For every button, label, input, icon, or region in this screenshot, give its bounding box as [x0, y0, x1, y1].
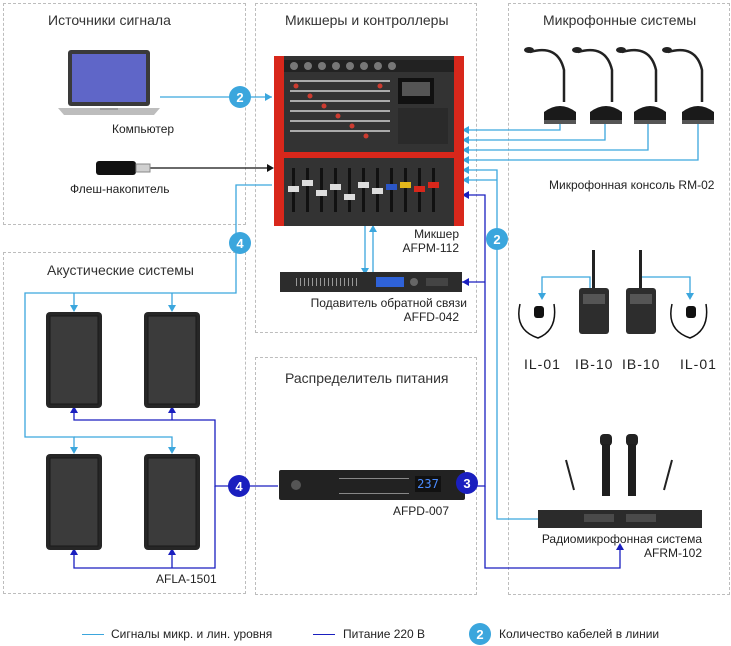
lav-left-link: [541, 276, 591, 298]
radio-power-badge: 3: [456, 472, 478, 494]
mixer-device: [274, 56, 464, 226]
gooseneck-mic-2: [572, 47, 622, 124]
microphones-title: Микрофонные системы: [543, 12, 697, 28]
power-label: AFPD-007: [392, 504, 449, 518]
speaker-signal-badge: 4: [229, 232, 251, 254]
power-mixer-wire: [462, 194, 486, 487]
power-title: Распределитель питания: [285, 370, 449, 386]
flash-drive-icon: [96, 161, 151, 175]
speaker-bottom-right: [144, 454, 200, 550]
speakers-section: [3, 252, 246, 594]
computer-label: Компьютер: [112, 122, 175, 136]
radio-label-2: AFRM-102: [643, 546, 702, 560]
sources-title: Источники сигнала: [48, 12, 171, 28]
microphones-section: [508, 3, 730, 595]
lavalier-mic-right: [670, 303, 708, 339]
mic3-wire: [462, 122, 649, 151]
legend-signal-label: Сигналы микр. и лин. уровня: [111, 627, 273, 641]
legend-power-label: Питание 220 В: [343, 627, 426, 641]
bodypack-transmitter-right: [626, 250, 656, 334]
feedback-label-1: Подавитель обратной связи: [310, 296, 467, 310]
laptop-icon: [58, 50, 160, 115]
mic-console-label: Микрофонная консоль RM-02: [549, 178, 715, 192]
legend-badge-sample: 2: [469, 623, 491, 645]
feedback-suppressor-device: [280, 272, 462, 292]
legend-cables-label: Количество кабелей в линии: [499, 627, 660, 641]
computer-cable-badge: 2: [229, 86, 251, 108]
power-voltage-display: 237: [415, 476, 441, 492]
il01-right-label: IL-01: [680, 356, 717, 372]
ib10-left-label: IB-10: [575, 356, 614, 372]
mixer-label-2: AFPM-112: [402, 241, 459, 255]
feedback-label-2: AFFD-042: [403, 310, 459, 324]
radio-mic-system-device: [538, 434, 702, 528]
mixer-label-1: Микшер: [414, 227, 459, 241]
mic2-wire: [462, 122, 606, 141]
power-wires: [70, 164, 624, 569]
lavalier-mic-left: [518, 303, 556, 339]
gooseneck-mic-3: [616, 47, 666, 124]
speaker-top-right: [144, 312, 200, 408]
legend-signal-line: [82, 634, 104, 635]
radio-label-1: Радиомикрофонная система: [541, 532, 702, 546]
speakers-title: Акустические системы: [47, 262, 194, 278]
bodypack-transmitter-left: [579, 250, 609, 334]
radio-signal-badge: 2: [486, 228, 508, 250]
il01-left-label: IL-01: [524, 356, 561, 372]
speaker-model-label: AFLA-1501: [156, 572, 217, 586]
radio-mixer-wire: [462, 169, 540, 520]
speaker-power-badge: 4: [228, 475, 250, 497]
ib10-right-label: IB-10: [622, 356, 661, 372]
microphone-console-group: [524, 47, 714, 124]
mixers-title: Микшеры и контроллеры: [285, 12, 449, 28]
speaker-bottom-left: [46, 454, 102, 550]
flash-label: Флеш-накопитель: [70, 182, 170, 196]
mic1-wire: [462, 122, 561, 131]
power-section: [255, 357, 477, 595]
power-distributor-device: 237: [279, 470, 465, 500]
speaker-top-left: [46, 312, 102, 408]
mic4-wire: [462, 122, 699, 161]
sources-section: [3, 3, 246, 225]
gooseneck-mic-1: [524, 47, 576, 124]
signal-wires: [24, 93, 699, 520]
legend-power-line: [313, 634, 335, 635]
gooseneck-mic-4: [662, 47, 714, 124]
